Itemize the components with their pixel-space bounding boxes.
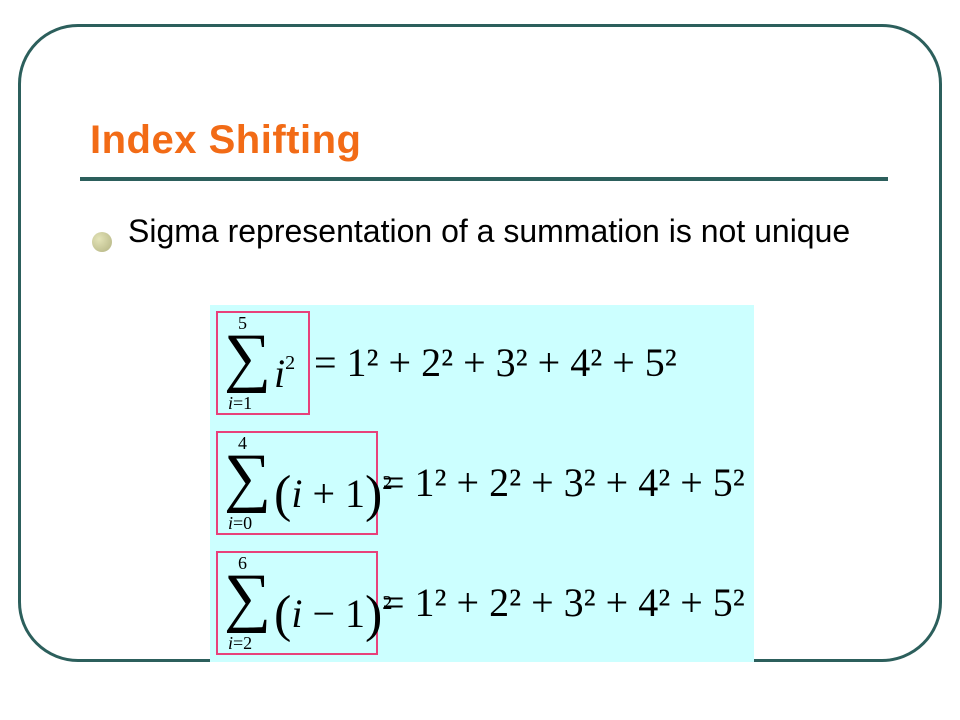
left-paren: ( (274, 466, 292, 523)
lower-value: =0 (233, 513, 253, 533)
highlight-box (216, 551, 378, 655)
lower-value: =2 (233, 633, 253, 653)
lower-limit: i=0 (228, 513, 252, 534)
summand-exponent: 2 (285, 352, 296, 374)
left-paren: ( (274, 586, 292, 643)
upper-limit: 4 (238, 433, 247, 453)
lower-limit: i=1 (228, 393, 252, 414)
summand-exponent: 2 (382, 472, 393, 494)
highlight-box (216, 431, 378, 535)
equation-3: 6 ∑ i=2 (i − 1)2 = 1² + 2² + 3² + 4² + 5… (210, 545, 754, 655)
equation-panel: 5 ∑ i=1 i2 = 1² + 2² + 3² + 4² + 5² 4 ∑ … (210, 305, 754, 662)
summand-offset: + 1 (302, 471, 366, 516)
lower-limit: i=2 (228, 633, 252, 654)
summand-variable: i (291, 471, 303, 516)
right-paren: ) (365, 466, 383, 523)
expansion: = 1² + 2² + 3² + 4² + 5² (382, 580, 745, 625)
highlight-box (216, 311, 310, 415)
right-paren: ) (365, 586, 383, 643)
equation-1: 5 ∑ i=1 i2 = 1² + 2² + 3² + 4² + 5² (210, 305, 754, 415)
summand-exponent: 2 (382, 592, 393, 614)
sigma-symbol: ∑ (224, 441, 272, 514)
index-variable: i (228, 393, 234, 413)
lower-value: =1 (233, 393, 253, 413)
summand-variable: i (274, 351, 286, 396)
equation-2: 4 ∑ i=0 (i + 1)2 = 1² + 2² + 3² + 4² + 5… (210, 425, 754, 535)
index-variable: i (228, 633, 234, 653)
title-underline (80, 177, 888, 181)
sigma-symbol: ∑ (224, 321, 272, 394)
summand: (i − 1)2 (274, 579, 393, 641)
slide-title: Index Shifting (90, 118, 362, 162)
bullet-icon (92, 232, 112, 252)
bullet-text: Sigma representation of a summation is n… (128, 213, 851, 249)
summand: i2 (274, 339, 295, 398)
summand-variable: i (291, 591, 303, 636)
summand-offset: − 1 (302, 591, 366, 636)
expansion: = 1² + 2² + 3² + 4² + 5² (314, 340, 677, 385)
sigma-symbol: ∑ (224, 561, 272, 634)
summand: (i + 1)2 (274, 459, 393, 521)
index-variable: i (228, 513, 234, 533)
upper-limit: 6 (238, 553, 247, 573)
expansion: = 1² + 2² + 3² + 4² + 5² (382, 460, 745, 505)
upper-limit: 5 (238, 313, 247, 333)
